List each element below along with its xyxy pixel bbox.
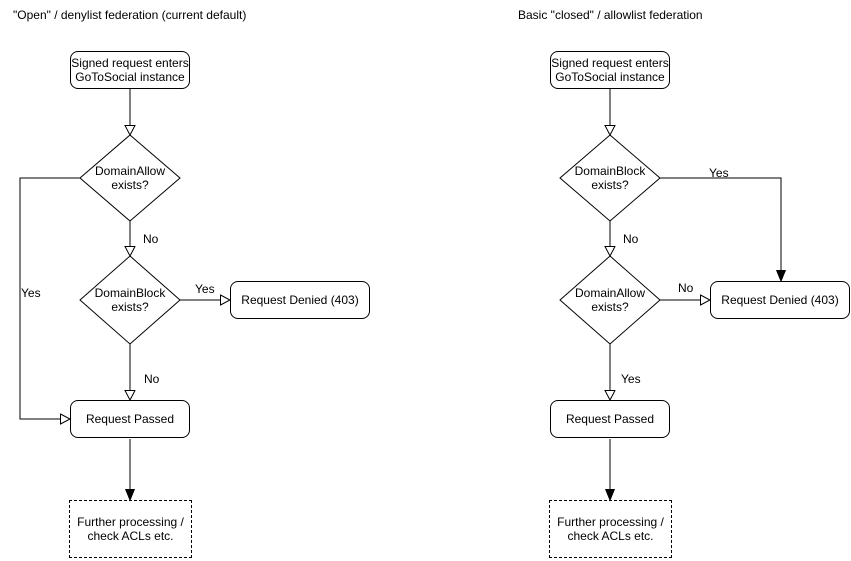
node-start-line1: Signed request enters [551, 56, 669, 70]
decision-domainallow-line1: DomainAllow [574, 286, 646, 300]
edge-label-allow-yes: Yes [21, 286, 41, 300]
request-passed-label: Request Passed [565, 412, 655, 426]
decision-domainallow-line2: exists? [591, 300, 629, 314]
request-denied-label: Request Denied (403) [721, 293, 839, 307]
further-processing-line2: check ACLs etc. [567, 529, 654, 543]
decision-diamond-right-domainblock [559, 134, 661, 222]
edge-left-domainallow-yes-to-passed [19, 177, 80, 419]
node-decision-domainallow: DomainAllow exists? [80, 164, 180, 192]
node-request-passed: Request Passed [550, 400, 670, 438]
edge-label-allow-yes: Yes [621, 372, 641, 386]
decision-diamond-left-domainblock [79, 255, 181, 345]
decision-domainblock-line2: exists? [591, 178, 629, 192]
node-decision-domainblock: DomainBlock exists? [560, 164, 660, 192]
further-processing-line2: check ACLs etc. [87, 529, 174, 543]
node-start-line2: GoToSocial instance [75, 70, 185, 84]
node-start: Signed request enters GoToSocial instanc… [550, 51, 670, 89]
edge-label-allow-no: No [678, 281, 694, 295]
request-denied-label: Request Denied (403) [241, 293, 359, 307]
node-request-denied: Request Denied (403) [230, 281, 370, 319]
node-start-line2: GoToSocial instance [555, 70, 665, 84]
node-decision-domainallow: DomainAllow exists? [560, 286, 660, 314]
node-start-line1: Signed request enters [71, 56, 189, 70]
node-start: Signed request enters GoToSocial instanc… [70, 51, 190, 89]
node-request-denied: Request Denied (403) [710, 281, 850, 319]
node-further-processing: Further processing / check ACLs etc. [69, 500, 192, 558]
decision-domainblock-line1: DomainBlock [574, 164, 646, 178]
edge-label-block-yes: Yes [195, 282, 215, 296]
decision-domainblock-line2: exists? [111, 300, 149, 314]
decision-domainblock-line1: DomainBlock [94, 286, 166, 300]
node-further-processing: Further processing / check ACLs etc. [549, 500, 672, 558]
further-processing-line1: Further processing / [77, 515, 184, 529]
node-request-passed: Request Passed [70, 400, 190, 438]
node-decision-domainblock: DomainBlock exists? [80, 286, 180, 314]
decision-domainallow-line1: DomainAllow [94, 164, 166, 178]
edge-right-domainblock-yes-to-denied [660, 177, 781, 281]
edge-label-block-yes: Yes [709, 166, 729, 180]
edge-label-block-no: No [144, 372, 160, 386]
edge-label-allow-no: No [143, 232, 159, 246]
further-processing-line1: Further processing / [557, 515, 664, 529]
chart-title-closed-allowlist: Basic "closed" / allowlist federation [518, 8, 703, 22]
edge-label-block-no: No [623, 232, 639, 246]
decision-diamond-right-domainallow [559, 255, 661, 345]
request-passed-label: Request Passed [85, 412, 175, 426]
decision-domainallow-line2: exists? [111, 178, 149, 192]
chart-title-open-denylist: "Open" / denylist federation (current de… [13, 8, 247, 22]
decision-diamond-left-domainallow [79, 134, 181, 222]
